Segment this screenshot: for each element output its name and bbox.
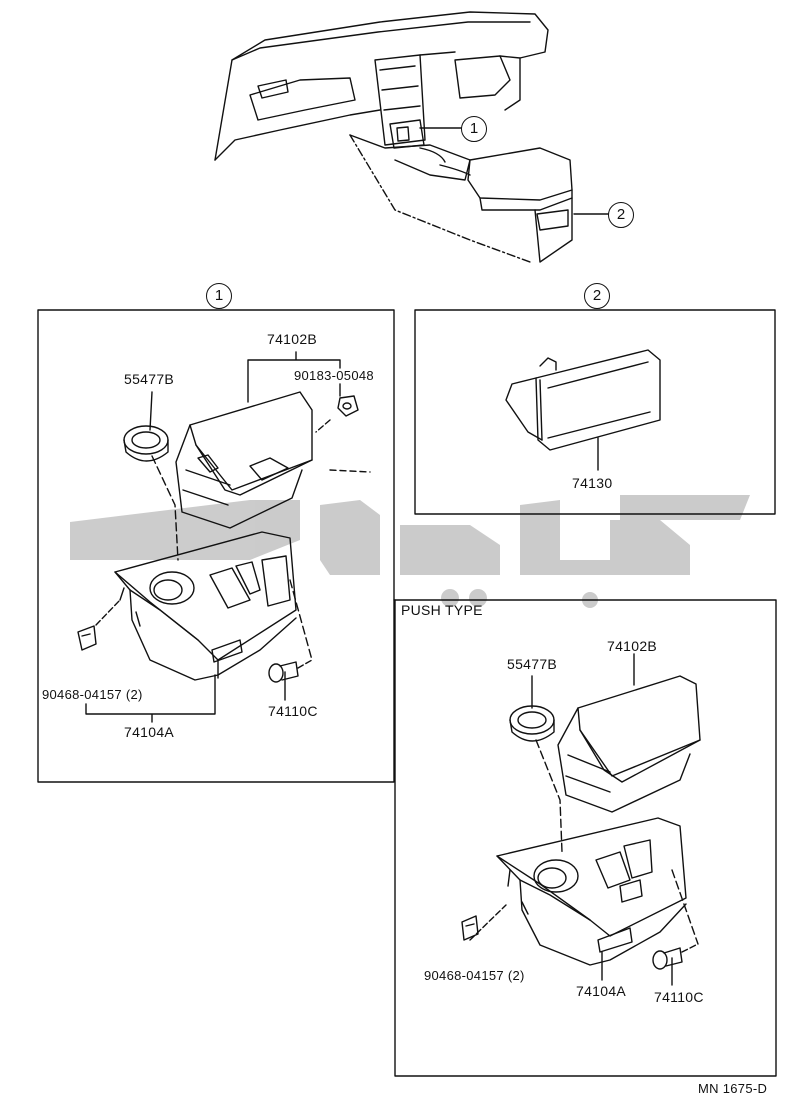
watermark-logo [70,495,750,608]
clip-90468-illustration [77,599,121,651]
pin-74110C-illustration [268,659,313,683]
socket-74130-illustration [505,349,661,471]
part-90468-04157: 90468-04157 (2) [42,687,143,702]
part-55477B: 55477B [124,371,175,387]
part-74102B: 74102B [267,331,318,347]
ashtray-74102B-illustration [175,391,313,529]
callout-2-top: 2 [608,202,634,228]
dashboard-overview [214,11,609,263]
push-part-74110C: 74110C [654,989,704,1005]
panel-2-frame [414,309,776,515]
push-part-90468-04157: 90468-04157 (2) [424,968,525,983]
push-part-74104A: 74104A [576,983,627,999]
push-ring-55477B-illustration [509,705,555,742]
panel-1-frame [37,309,395,783]
housing-74104A-illustration [114,531,297,681]
panel-push-frame [394,599,777,1077]
nut-90183-illustration [315,395,359,433]
part-74110C: 74110C [268,703,318,719]
push-clip-90468-illustration [461,915,479,941]
ring-55477B-illustration [123,425,169,462]
push-pin-74110C-illustration [652,943,699,970]
push-ashtray-74102B-illustration [557,675,701,813]
push-type-title: PUSH TYPE [401,602,483,618]
part-74104A: 74104A [124,724,175,740]
part-74130: 74130 [572,475,613,491]
panel-1-heading: 1 [206,283,232,309]
part-90183-05048: 90183-05048 [294,368,374,383]
callout-1-top: 1 [461,116,487,142]
diagram-code: MN 1675-D [698,1081,768,1096]
push-part-74102B: 74102B [607,638,658,654]
panel-2-heading: 2 [584,283,610,309]
push-housing-74104A-illustration [496,817,687,966]
push-part-55477B: 55477B [507,656,558,672]
